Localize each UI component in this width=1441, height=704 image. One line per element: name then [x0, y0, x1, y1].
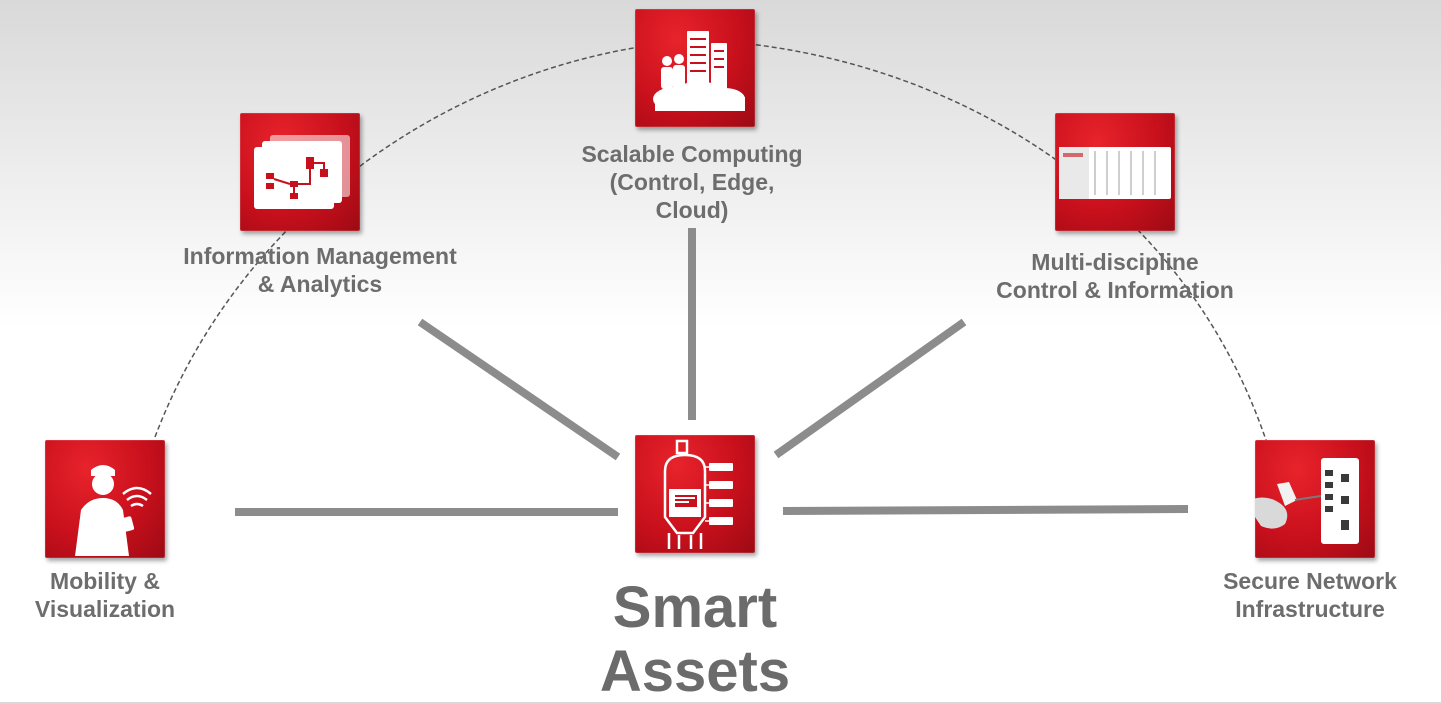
label-line: Smart [612, 575, 778, 640]
smart-assets-label: Smart Assets [540, 576, 850, 704]
connector-information [417, 318, 621, 461]
network-switch-icon [1255, 458, 1359, 544]
label-line: Visualization [34, 596, 176, 622]
mobility-tile [45, 440, 165, 558]
label-line: Multi-discipline [1031, 249, 1199, 275]
silo-tank-icon [663, 439, 733, 549]
label-line: (Control, Edge, [609, 169, 775, 195]
flowchart-icon [254, 135, 350, 209]
worker-tablet-icon [75, 465, 152, 556]
label-line: Mobility & [50, 568, 160, 594]
scalable-computing-label: Scalable Computing (Control, Edge, Cloud… [547, 140, 837, 224]
label-line: Scalable Computing [581, 141, 803, 167]
secure-network-label: Secure Network Infrastructure [1180, 567, 1440, 623]
multi-discipline-tile [1055, 113, 1175, 231]
smart-assets-tile [635, 435, 755, 553]
mobility-label: Mobility & Visualization [0, 567, 210, 623]
secure-network-tile [1255, 440, 1375, 558]
label-line: & Analytics [257, 271, 383, 297]
connector-multi-discipline [773, 318, 967, 459]
information-management-label: Information Management & Analytics [120, 242, 520, 298]
information-management-tile [240, 113, 360, 231]
scalable-computing-tile [635, 9, 755, 127]
label-line: Assets [599, 639, 791, 704]
label-line: Secure Network [1223, 568, 1397, 594]
controller-rack-icon [1059, 147, 1171, 199]
label-line: Control & Information [996, 277, 1234, 303]
label-line: Infrastructure [1235, 596, 1385, 622]
connector-secure-network [782, 505, 1189, 515]
multi-discipline-label: Multi-discipline Control & Information [960, 248, 1270, 304]
label-line: Cloud) [655, 197, 729, 223]
label-line: Information Management [183, 243, 457, 269]
cloud-servers-icon [653, 31, 745, 111]
